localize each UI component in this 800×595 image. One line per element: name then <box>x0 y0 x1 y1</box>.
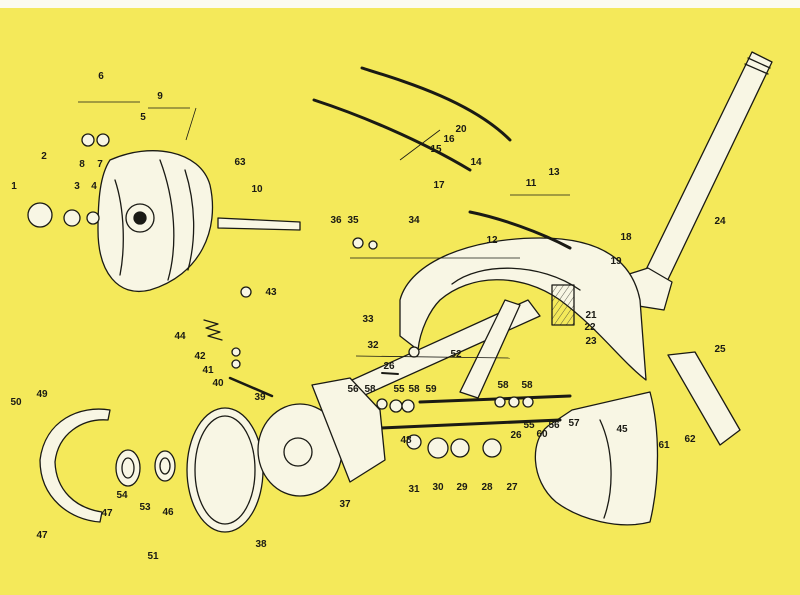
callout-53: 53 <box>139 502 151 513</box>
callout-50: 50 <box>10 397 22 408</box>
callout-6: 6 <box>98 71 104 82</box>
brake-shoe <box>39 408 111 523</box>
callout-42: 42 <box>194 351 206 362</box>
callout-13: 13 <box>548 167 560 178</box>
callout-12: 12 <box>486 235 498 246</box>
front-mudguard <box>399 237 647 381</box>
callout-40: 40 <box>212 378 224 389</box>
callout-14: 14 <box>470 157 482 168</box>
brake-backplate <box>257 377 386 497</box>
callout-58c: 58 <box>497 380 509 391</box>
callout-18: 18 <box>620 232 632 243</box>
callout-49: 49 <box>36 389 48 400</box>
callout-19: 19 <box>610 256 622 267</box>
trim-strips <box>312 66 572 250</box>
callout-20: 20 <box>455 124 467 135</box>
brake-ring <box>186 407 264 533</box>
callout-31: 31 <box>408 484 420 495</box>
callout-44: 44 <box>174 331 186 342</box>
callout-9: 9 <box>157 91 163 102</box>
callout-55b: 55 <box>523 420 535 431</box>
axle-10 <box>217 217 301 231</box>
callout-46: 46 <box>162 507 174 518</box>
callout-57: 57 <box>568 418 580 429</box>
callout-25: 25 <box>714 344 726 355</box>
callout-16: 16 <box>443 134 455 145</box>
callout-1: 1 <box>11 181 17 192</box>
callout-62: 62 <box>684 434 696 445</box>
washers <box>27 133 534 459</box>
callout-56b: 56 <box>548 420 560 431</box>
spring-44 <box>203 319 223 341</box>
callout-51: 51 <box>147 551 159 562</box>
shaft-59 <box>418 394 572 404</box>
fork-swing-arm <box>329 299 541 405</box>
callout-8: 8 <box>79 159 85 170</box>
callout-15: 15 <box>430 144 442 155</box>
callout-4: 4 <box>91 181 97 192</box>
trim-25 <box>667 351 741 446</box>
callout-35: 35 <box>347 215 359 226</box>
callout-47b: 47 <box>36 530 48 541</box>
callout-30: 30 <box>432 482 444 493</box>
callout-39: 39 <box>254 392 266 403</box>
callout-60: 60 <box>536 429 548 440</box>
callout-10: 10 <box>251 184 263 195</box>
callout-37: 37 <box>339 499 351 510</box>
bearing-46 <box>154 450 176 482</box>
callout-21: 21 <box>585 310 597 321</box>
lever-26 <box>381 372 399 375</box>
callout-26b: 26 <box>510 430 522 441</box>
callout-26: 26 <box>383 361 395 372</box>
callout-48: 48 <box>400 435 412 446</box>
leader-lines <box>78 101 570 359</box>
callout-11: 11 <box>525 178 537 189</box>
callout-23: 23 <box>585 336 597 347</box>
callout-43: 43 <box>265 287 277 298</box>
callout-58a: 58 <box>364 384 376 395</box>
brake-drum-hub <box>97 150 214 293</box>
callout-3: 3 <box>74 181 80 192</box>
callout-22: 22 <box>584 322 596 333</box>
callout-28: 28 <box>481 482 493 493</box>
callout-36: 36 <box>330 215 342 226</box>
callout-33: 33 <box>362 314 374 325</box>
callout-32: 32 <box>367 340 379 351</box>
callout-38: 38 <box>255 539 267 550</box>
callout-45: 45 <box>616 424 628 435</box>
axle-rod <box>378 418 562 430</box>
callout-17: 17 <box>433 180 445 191</box>
callout-58b: 58 <box>408 384 420 395</box>
pin-39 <box>228 376 274 398</box>
callout-52: 52 <box>450 349 462 360</box>
callout-63: 63 <box>234 157 246 168</box>
callout-5: 5 <box>140 112 146 123</box>
callout-7: 7 <box>97 159 103 170</box>
mudguard-flap <box>534 391 659 526</box>
callout-34: 34 <box>408 215 420 226</box>
callout-61: 61 <box>658 440 670 451</box>
callout-56a: 56 <box>347 384 359 395</box>
callout-2: 2 <box>41 151 47 162</box>
callout-55a: 55 <box>393 384 405 395</box>
bearing-53 <box>115 449 141 487</box>
callout-54: 54 <box>116 490 128 501</box>
callout-58d: 58 <box>521 380 533 391</box>
callout-27: 27 <box>506 482 518 493</box>
callout-59: 59 <box>425 384 437 395</box>
callout-47a: 47 <box>101 508 113 519</box>
callout-24: 24 <box>714 216 726 227</box>
callout-41: 41 <box>202 365 214 376</box>
callout-29: 29 <box>456 482 468 493</box>
